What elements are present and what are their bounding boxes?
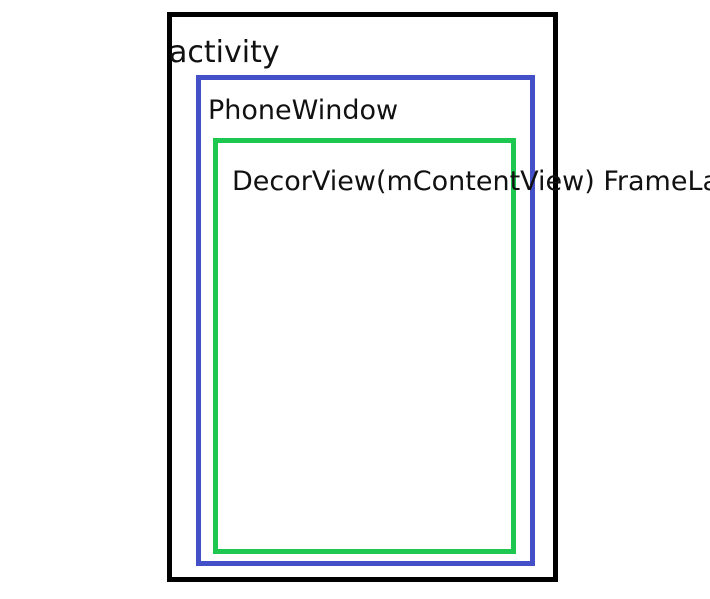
decor-view-box bbox=[213, 138, 516, 554]
decor-view-label: DecorView(mContentView) FrameLay bbox=[232, 166, 710, 197]
activity-box bbox=[167, 12, 558, 582]
activity-label: activity bbox=[169, 35, 280, 70]
phone-window-box bbox=[196, 75, 535, 566]
phone-window-label: PhoneWindow bbox=[208, 95, 399, 126]
